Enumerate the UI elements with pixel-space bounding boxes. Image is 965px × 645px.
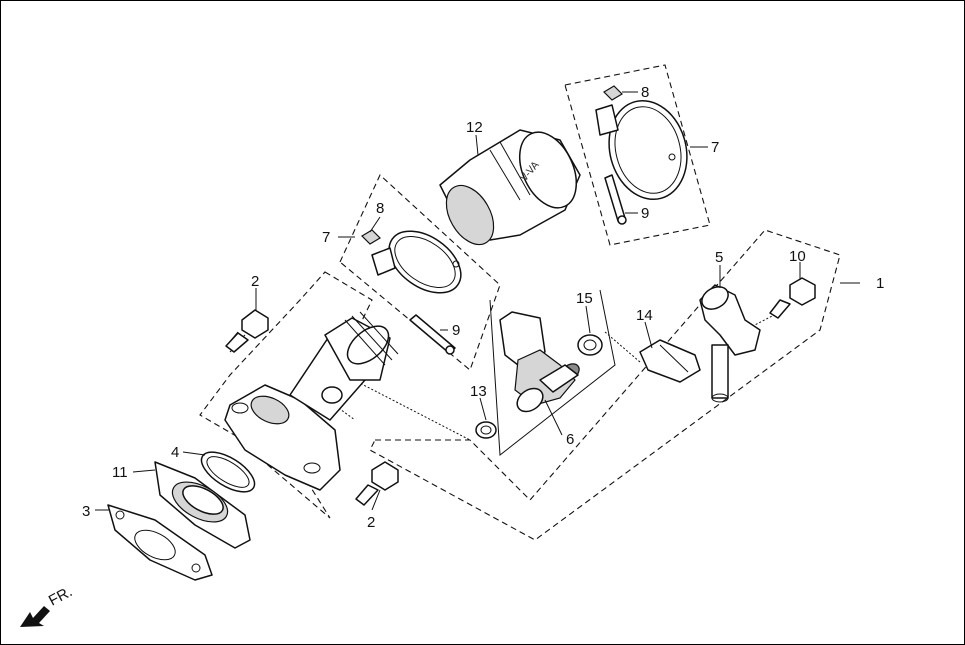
callout-9-right: 9 (641, 205, 649, 222)
callout-9-left: 9 (452, 322, 460, 339)
callout-6: 6 (566, 431, 574, 448)
callout-11: 11 (112, 464, 128, 481)
direction-label: FR. (46, 583, 75, 609)
callout-3: 3 (82, 503, 90, 520)
callout-2-upper: 2 (251, 273, 259, 290)
bolt-part-9-left (409, 314, 456, 355)
bolt-part-2-upper (225, 309, 269, 353)
insulator-flange-part-11 (154, 461, 251, 549)
assembly-line-seal (299, 379, 356, 421)
fuel-pipe-part-5 (699, 284, 761, 403)
assembly-line-bracket (604, 331, 641, 363)
callout-8-right: 8 (641, 84, 649, 101)
intake-boot-part-12: V-VA (439, 129, 581, 246)
callout-7-left: 7 (322, 229, 330, 246)
callout-10: 10 (789, 248, 806, 265)
seal-part-13 (475, 421, 497, 439)
fuel-injector-part-6 (499, 311, 580, 413)
front-direction-arrow-icon (20, 606, 50, 627)
throttle-body (224, 311, 399, 491)
callout-7-right: 7 (711, 139, 719, 156)
callout-13: 13 (470, 383, 487, 400)
gasket-plate-part-3 (107, 504, 213, 581)
nut-part-8-right (603, 85, 623, 101)
callout-12: 12 (466, 119, 483, 136)
retainer-bracket-part-14 (639, 339, 701, 383)
callout-8-left: 8 (376, 200, 384, 217)
group-outline-injector-assembly (369, 229, 841, 541)
leader-lines (95, 91, 860, 511)
injector-subgroup-bracket (489, 289, 616, 456)
group-outline-clamp-right (564, 64, 711, 246)
callout-5: 5 (715, 249, 723, 266)
callout-15: 15 (576, 290, 593, 307)
nut-part-8-left (361, 229, 381, 245)
o-ring-part-4 (200, 451, 256, 493)
callout-4: 4 (171, 444, 179, 461)
assembly-line-injector (349, 377, 471, 441)
bolt-part-2-lower (355, 461, 399, 506)
callout-2-lower: 2 (367, 514, 375, 531)
hose-clamp-part-7-left (371, 230, 462, 294)
hose-clamp-part-7-right (595, 99, 688, 201)
seal-part-15 (577, 334, 603, 356)
bolt-part-10 (769, 277, 816, 319)
bolt-part-9-right (604, 174, 627, 225)
callout-1: 1 (876, 275, 884, 292)
callout-14: 14 (636, 307, 653, 324)
